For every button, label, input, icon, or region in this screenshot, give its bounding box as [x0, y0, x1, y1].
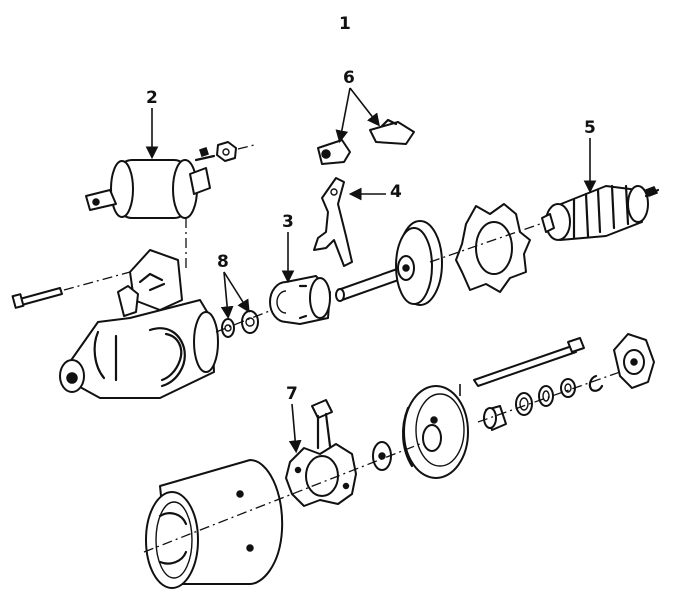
callout-2: 2 — [146, 88, 158, 108]
callout-7: 7 — [286, 384, 298, 404]
solenoid-nut — [216, 141, 237, 162]
shift-fork — [313, 177, 353, 267]
through-bolt — [473, 337, 585, 387]
commutator-end-frame — [402, 385, 469, 479]
callout-1: 1 — [339, 14, 351, 34]
center-bearing-plate — [335, 220, 443, 306]
end-cap-plate — [613, 333, 655, 389]
mounting-bolt — [11, 287, 63, 309]
callout-4: 4 — [390, 182, 402, 202]
callout-3: 3 — [282, 212, 294, 232]
brush-holder — [285, 399, 357, 507]
drive-end-housing — [59, 249, 219, 399]
leader-lines — [145, 87, 597, 454]
callout-6: 6 — [343, 68, 355, 88]
gear-ring — [455, 203, 531, 293]
solenoid-part — [85, 147, 216, 219]
starter-drive — [269, 275, 331, 325]
callout-8: 8 — [217, 252, 229, 272]
bushing-set — [483, 374, 604, 431]
armature — [541, 184, 660, 241]
callout-5: 5 — [584, 118, 596, 138]
solenoid-contacts — [317, 118, 415, 165]
